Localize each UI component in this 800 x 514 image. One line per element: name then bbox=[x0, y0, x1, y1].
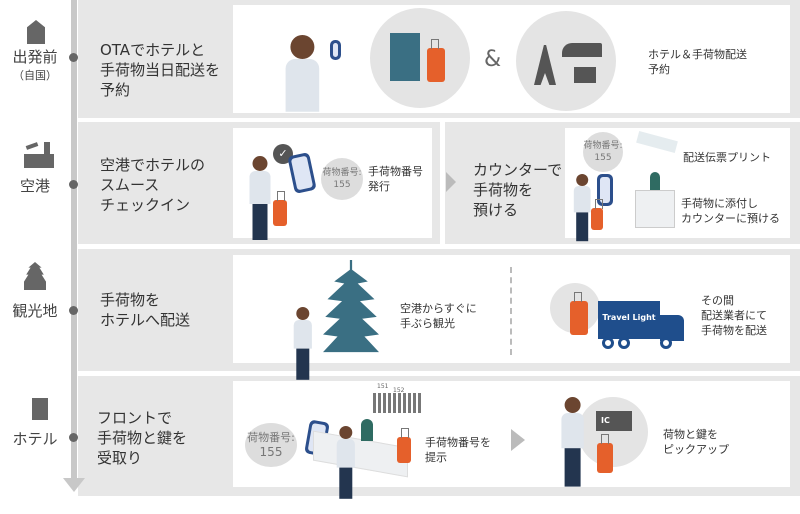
suitcase-icon bbox=[273, 191, 287, 226]
row-caption: 荷物と鍵をピックアップ bbox=[663, 428, 729, 456]
chevron-right-icon bbox=[446, 172, 456, 192]
hotel-icon bbox=[32, 398, 48, 420]
chevron-right-icon bbox=[511, 429, 525, 451]
illustration-panel: 荷物番号:155 配送伝票プリント 手荷物に添付しカウンターに預ける bbox=[565, 128, 790, 242]
tag-label: 152 bbox=[393, 387, 405, 394]
counter-icon bbox=[635, 190, 675, 228]
illustration-panel: & ホテル＆手荷物配送予約 bbox=[233, 5, 790, 113]
person-icon bbox=[573, 174, 591, 242]
row-caption: ホテル＆手荷物配送予約 bbox=[648, 48, 747, 76]
row-caption: その間配送業者にて手荷物を配送 bbox=[701, 294, 767, 337]
illustration-panel: 荷物番号:155 151 152 手荷物番号を提示 IC 荷物と鍵をピックアップ bbox=[233, 381, 790, 499]
sightseeing-circle bbox=[516, 11, 616, 111]
row-caption: 手荷物に添付しカウンターに預ける bbox=[681, 197, 780, 225]
stage-label: 出発前 （自国） bbox=[0, 46, 70, 83]
pagoda-icon bbox=[323, 260, 379, 353]
row-lead-text: カウンターで手荷物を預ける bbox=[473, 161, 563, 219]
row-lead-text: OTAでホテルと手荷物当日配送を予約 bbox=[100, 41, 221, 99]
staff-icon bbox=[361, 419, 373, 441]
timeline-dot bbox=[69, 53, 78, 62]
row-caption: 空港からすぐに手ぶら観光 bbox=[400, 302, 477, 330]
kiosk-icon bbox=[597, 174, 613, 206]
stage-name: ホテル bbox=[12, 430, 58, 448]
baggage-number-bubble: 荷物番号:155 bbox=[321, 158, 363, 200]
stage-name: 空港 bbox=[19, 177, 50, 195]
baggage-number-bubble: 荷物番号:155 bbox=[245, 423, 297, 467]
suitcase-icon bbox=[597, 434, 613, 473]
tower-icon bbox=[534, 45, 556, 85]
truck-icon: Travel Light bbox=[598, 301, 688, 351]
divider bbox=[510, 267, 512, 355]
person-walking-icon bbox=[561, 397, 584, 487]
dining-icon bbox=[574, 67, 596, 83]
suitcase-icon bbox=[591, 199, 603, 230]
hotel-building-icon bbox=[390, 33, 420, 81]
stage-name: 観光地 bbox=[12, 302, 58, 320]
stored-luggage-icon bbox=[373, 393, 421, 413]
train-icon bbox=[562, 43, 602, 57]
timeline-dot bbox=[69, 180, 78, 189]
person-icon bbox=[249, 156, 271, 240]
timeline-dot bbox=[69, 433, 78, 442]
ic-card-icon: IC bbox=[596, 411, 632, 431]
row-lead-text: フロントで手荷物と鍵を受取り bbox=[97, 409, 188, 467]
airport-icon bbox=[24, 140, 54, 168]
person-icon bbox=[293, 307, 312, 380]
suitcase-icon bbox=[427, 39, 445, 82]
pickup-circle: IC bbox=[578, 397, 648, 467]
phone-icon bbox=[330, 40, 341, 60]
guest-icon bbox=[336, 426, 355, 499]
timeline-dot bbox=[69, 306, 78, 315]
sign-icon bbox=[636, 131, 678, 153]
print-caption: 配送伝票プリント bbox=[683, 151, 771, 164]
row-caption: 手荷物番号を提示 bbox=[425, 436, 491, 464]
castle-icon bbox=[24, 262, 46, 290]
ic-card-label: IC bbox=[601, 416, 610, 425]
truck-label: Travel Light bbox=[598, 301, 660, 335]
stage-name: 出発前 bbox=[12, 48, 58, 66]
row-lead-text: 手荷物をホテルへ配送 bbox=[100, 291, 191, 329]
suitcase-icon bbox=[570, 292, 588, 335]
house-icon bbox=[27, 20, 45, 44]
illustration-panel: 空港からすぐに手ぶら観光 Travel Light その間配送業者にて手荷物を配… bbox=[233, 255, 790, 380]
timeline-line bbox=[71, 0, 77, 484]
staff-icon bbox=[650, 172, 660, 190]
tag-label: 151 bbox=[377, 383, 389, 390]
timeline-arrow-icon bbox=[63, 478, 85, 492]
kiosk-icon bbox=[287, 152, 317, 194]
illustration-panel: ✓ 荷物番号:155 手荷物番号発行 bbox=[233, 128, 432, 240]
person-with-phone bbox=[285, 35, 320, 112]
stage-sub: （自国） bbox=[13, 69, 57, 82]
row-caption: 手荷物番号発行 bbox=[368, 165, 423, 193]
row-lead-text: 空港でホテルのスムースチェックイン bbox=[100, 156, 206, 214]
hotel-suitcase-circle bbox=[370, 8, 470, 108]
baggage-number-bubble: 荷物番号:155 bbox=[583, 132, 623, 172]
ampersand: & bbox=[484, 47, 502, 72]
suitcase-icon bbox=[397, 428, 411, 463]
